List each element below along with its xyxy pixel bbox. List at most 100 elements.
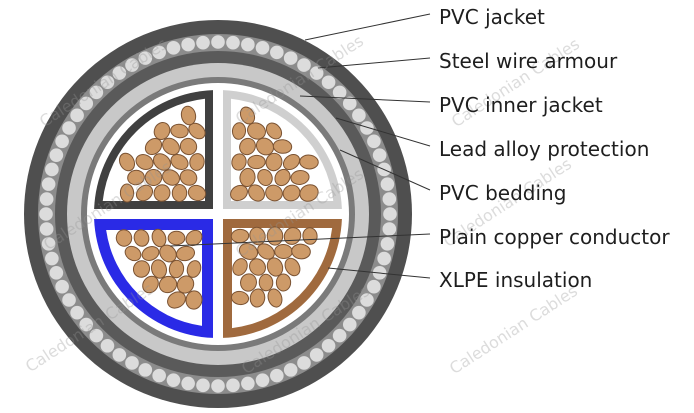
copper-strand: [185, 290, 203, 310]
steel-wire: [359, 120, 375, 136]
steel-wire: [88, 84, 104, 100]
copper-strand: [255, 137, 275, 156]
steel-wire: [61, 120, 77, 136]
copper-strand: [162, 137, 180, 156]
copper-strand: [142, 275, 159, 294]
steel-wire: [309, 65, 325, 81]
copper-strand: [239, 137, 256, 156]
copper-strand: [266, 257, 284, 277]
steel-wire: [195, 35, 211, 51]
copper-strand: [168, 259, 185, 279]
steel-wire: [296, 355, 312, 371]
copper-strand: [152, 153, 172, 171]
copper-strand: [135, 154, 154, 170]
steel-wire: [351, 305, 367, 321]
copper-strand: [265, 122, 283, 140]
copper-strand: [185, 229, 203, 247]
steel-wire: [381, 221, 397, 237]
copper-strand: [132, 260, 151, 278]
leader-lines: [169, 13, 431, 279]
copper-strand: [299, 184, 319, 202]
leader-xlpe-insulation: [327, 267, 431, 279]
steel-wire: [88, 328, 104, 344]
label-xlpe-insulation: XLPE insulation: [439, 268, 593, 292]
copper-strand: [282, 184, 301, 202]
copper-strand: [179, 137, 198, 156]
copper-strand: [188, 122, 206, 140]
steel-wire: [61, 292, 77, 308]
copper-strand: [167, 291, 186, 309]
copper-strand: [186, 260, 202, 278]
copper-strand: [231, 122, 247, 140]
copper-strand: [272, 139, 293, 154]
steel-wire: [283, 50, 299, 66]
steel-wire: [165, 40, 182, 56]
copper-strand: [119, 183, 135, 203]
copper-strand: [144, 137, 163, 156]
copper-strand: [291, 243, 311, 260]
steel-wire: [54, 133, 70, 149]
copper-strand: [267, 288, 283, 308]
core-blue: [94, 219, 213, 338]
copper-strand: [158, 275, 178, 294]
copper-strand: [151, 259, 167, 279]
steel-wire: [320, 338, 337, 354]
steel-wire: [99, 338, 116, 354]
copper-strand: [239, 106, 256, 125]
copper-strand: [187, 184, 207, 202]
steel-wire: [225, 35, 241, 51]
steel-wire: [44, 161, 60, 178]
steel-wire: [320, 74, 337, 90]
steel-wire: [283, 362, 299, 378]
copper-strand: [141, 246, 160, 261]
steel-wire: [195, 377, 211, 393]
steel-wire: [137, 362, 153, 378]
copper-strand: [135, 184, 154, 202]
steel-wire: [151, 44, 167, 60]
steel-wire: [111, 65, 127, 81]
copper-strand: [159, 244, 177, 263]
core-brown: [223, 219, 342, 338]
copper-strand: [274, 243, 293, 260]
copper-strand: [290, 170, 310, 185]
copper-strand: [162, 169, 180, 186]
steel-wire: [296, 57, 312, 73]
steel-wire: [254, 372, 271, 388]
copper-strand: [230, 184, 248, 202]
copper-strand: [265, 152, 283, 172]
copper-strand: [274, 168, 291, 187]
copper-strand: [258, 273, 274, 292]
label-lead-alloy-protection: Lead alloy protection: [439, 137, 650, 161]
steel-wire: [366, 133, 382, 149]
steel-wire: [332, 328, 348, 344]
steel-wire: [99, 74, 116, 90]
label-pvc-jacket: PVC jacket: [439, 5, 545, 29]
steel-wire: [269, 44, 285, 60]
copper-strand: [249, 288, 266, 308]
steel-wire: [376, 250, 392, 267]
copper-strand: [170, 123, 189, 139]
leader-plain-copper-conductor: [169, 233, 431, 247]
steel-wire: [41, 236, 57, 252]
steel-wire: [351, 107, 367, 123]
steel-wire: [225, 377, 241, 393]
steel-wire: [69, 305, 85, 321]
steel-wire: [124, 355, 140, 371]
copper-strand: [275, 273, 292, 292]
core-black: [94, 90, 213, 209]
cable-layers: [24, 20, 412, 408]
steel-wire: [269, 368, 285, 384]
steel-wire: [39, 191, 55, 207]
steel-wire: [48, 265, 64, 281]
leader-pvc-inner-jacket: [299, 95, 431, 103]
copper-strand: [133, 229, 150, 247]
copper-strand: [170, 153, 189, 171]
steel-wire: [254, 40, 271, 56]
copper-strand: [167, 230, 186, 246]
steel-wire: [366, 279, 382, 295]
copper-strand: [266, 226, 284, 246]
copper-strand: [284, 257, 301, 277]
steel-wire: [124, 57, 140, 73]
core-grey: [223, 90, 342, 209]
steel-wire: [41, 176, 57, 192]
